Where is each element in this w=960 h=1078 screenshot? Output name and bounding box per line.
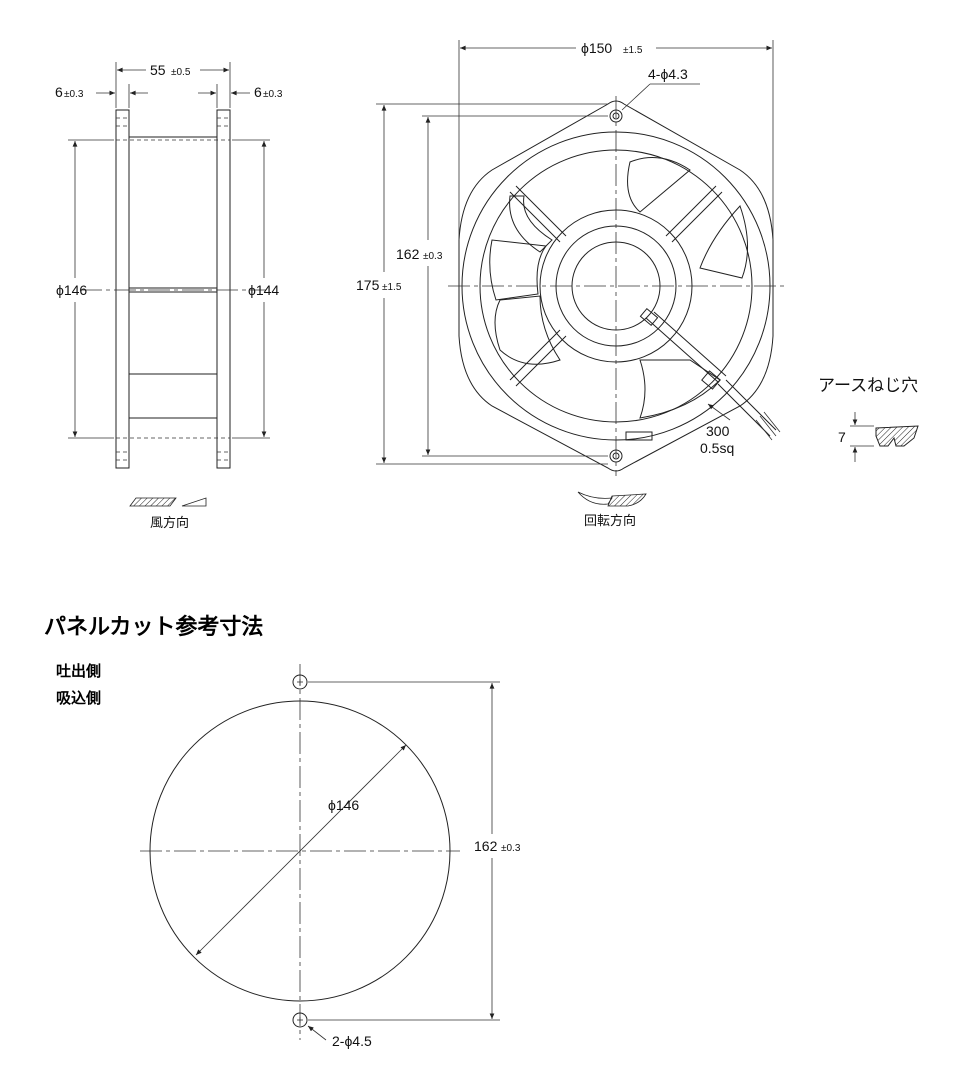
panel-hole-top-icon bbox=[292, 674, 308, 690]
panel-pitch-label: 162 bbox=[474, 838, 498, 854]
panel-side-label-2: 吸込側 bbox=[56, 689, 101, 707]
panel-cut-section: パネルカット参考寸法 吐出側 吸込側 ϕ146 162 ±0.3 2-ϕ4.5 bbox=[44, 614, 521, 1049]
front-view: ϕ150 ±1.5 4-ϕ4.3 175 ±1.5 162 ±0.3 300 0… bbox=[356, 40, 786, 529]
label-tab bbox=[625, 431, 653, 441]
left-flange bbox=[115, 109, 130, 469]
flange-left-label: 6 bbox=[55, 84, 63, 100]
cable-size: 0.5sq bbox=[700, 440, 734, 456]
front-outer-dia-tol: ±1.5 bbox=[623, 45, 643, 56]
panel-pitch-tol: ±0.3 bbox=[501, 843, 521, 854]
right-flange bbox=[216, 109, 231, 469]
airflow-caption: 風方向 bbox=[150, 515, 189, 531]
side-width-tol: ±0.5 bbox=[171, 67, 191, 78]
panel-cut-title: パネルカット参考寸法 bbox=[44, 614, 263, 640]
front-outer-dia: ϕ150 bbox=[581, 40, 612, 56]
panel-side-label-1: 吐出側 bbox=[56, 662, 101, 680]
panel-holes-label: 2-ϕ4.5 bbox=[332, 1033, 372, 1049]
front-height-label: 175 bbox=[356, 277, 380, 293]
side-width-label: 55 bbox=[150, 62, 166, 78]
flange-left-tol: ±0.3 bbox=[64, 89, 84, 100]
blades bbox=[489, 157, 749, 419]
front-height-tol: ±1.5 bbox=[382, 282, 402, 293]
earth-screw-section-icon bbox=[875, 425, 919, 447]
flange-right-label: 6 bbox=[254, 84, 262, 100]
side-view: 55 ±0.5 6 ±0.3 6 ±0.3 ϕ146 ϕ144 風方向 bbox=[55, 62, 283, 531]
rotation-arrow-icon bbox=[577, 491, 647, 507]
spokes bbox=[509, 185, 723, 387]
earth-screw-caption: アースねじ穴 bbox=[818, 376, 918, 396]
panel-hole-bottom-icon bbox=[292, 1012, 308, 1028]
front-pitch-label: 162 bbox=[396, 246, 420, 262]
rotation-caption: 回転方向 bbox=[584, 513, 636, 529]
side-dia-left: ϕ146 bbox=[56, 282, 87, 298]
earth-screw-detail: アースねじ穴 7 bbox=[818, 376, 919, 462]
side-dia-right: ϕ144 bbox=[248, 282, 279, 298]
cable-length: 300 bbox=[706, 423, 730, 439]
flange-right-tol: ±0.3 bbox=[263, 89, 283, 100]
front-pitch-tol: ±0.3 bbox=[423, 251, 443, 262]
earth-screw-depth: 7 bbox=[838, 429, 846, 445]
panel-dia-label: ϕ146 bbox=[328, 797, 359, 813]
lead-wire bbox=[639, 307, 781, 441]
airflow-arrow-icon bbox=[129, 497, 207, 507]
motor-body bbox=[128, 287, 218, 375]
front-holes-label: 4-ϕ4.3 bbox=[648, 66, 688, 82]
